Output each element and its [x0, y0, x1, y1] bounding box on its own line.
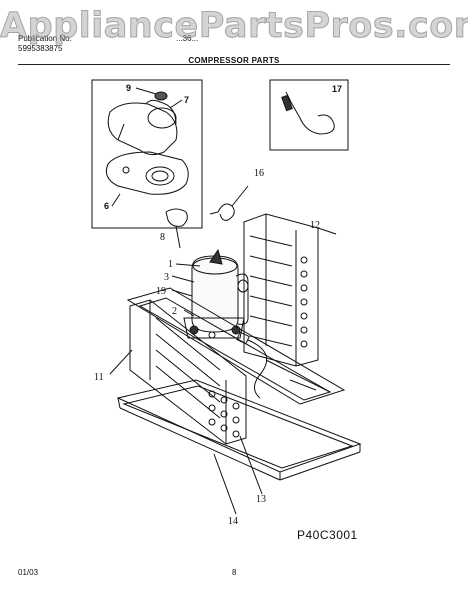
section-title: COMPRESSOR PARTS: [188, 56, 280, 65]
evaporator-coil: [109, 299, 247, 445]
condenser-coil: [243, 213, 337, 367]
header-rule: [18, 64, 450, 65]
coil-spring: [209, 185, 249, 221]
evaporator-tube-ends: [208, 390, 240, 438]
condenser-tube-ends: [300, 256, 308, 348]
callout-14: 14: [228, 516, 238, 527]
callout-16: 16: [254, 168, 264, 179]
callout-6: 6: [104, 201, 109, 211]
callout-1: 1: [168, 259, 173, 270]
callout-12: 12: [310, 220, 320, 231]
callout-3: 3: [164, 272, 169, 283]
callout-13: 13: [256, 494, 266, 505]
callout-9: 9: [126, 83, 131, 93]
compressor: [171, 248, 249, 339]
callout-17: 17: [332, 84, 342, 94]
publication-number: 5995383875: [18, 44, 63, 53]
callout-7: 7: [184, 95, 189, 105]
inset-wire-harness: [269, 79, 349, 151]
condenser-fins: [249, 235, 293, 347]
model-number: ...36...: [176, 34, 199, 43]
base-pan: [116, 379, 362, 481]
callout-11: 11: [94, 372, 104, 383]
callout-19: 19: [156, 286, 166, 297]
callout-8: 8: [160, 232, 165, 243]
footer-date: 01/03: [18, 568, 39, 577]
inset-compressor-cover: [91, 79, 203, 229]
page-number: 8: [232, 568, 237, 577]
base-frame: [126, 287, 346, 405]
callout-2: 2: [172, 306, 177, 317]
reference-code: P40C3001: [297, 528, 358, 542]
publication-label: Publication No.: [18, 34, 72, 43]
overload-clip: [165, 208, 188, 249]
